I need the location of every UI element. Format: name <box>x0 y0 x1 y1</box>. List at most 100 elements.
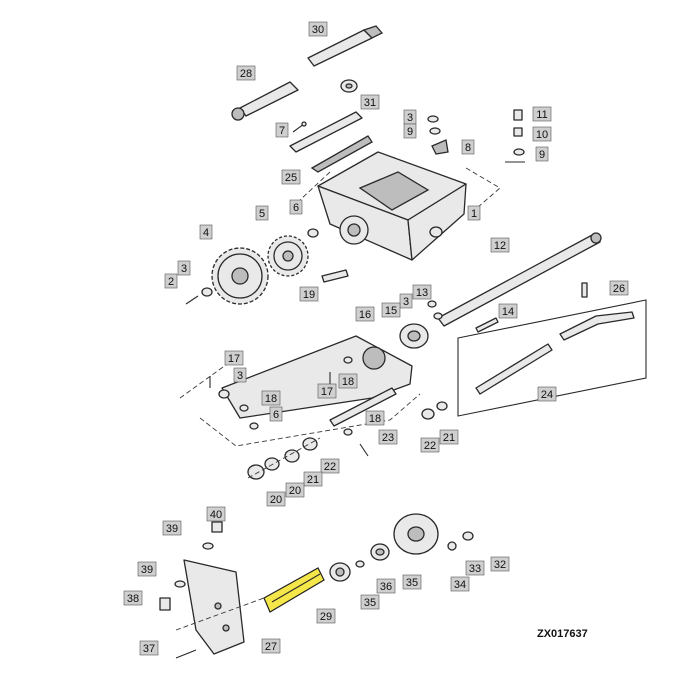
key-part-14 <box>475 317 499 333</box>
callout-36: 36 <box>376 578 396 594</box>
callout-2: 2 <box>164 273 178 289</box>
callout-22: 22 <box>320 458 340 474</box>
callout-5: 5 <box>255 205 269 221</box>
shaft-part-12 <box>437 232 602 327</box>
callout-number: 18 <box>342 376 354 388</box>
callout-number: 6 <box>293 202 299 214</box>
callout-number: 1 <box>471 208 477 220</box>
callout-number: 6 <box>273 409 279 421</box>
callout-38: 38 <box>123 590 143 606</box>
callout-1: 1 <box>467 205 481 221</box>
callout-18: 18 <box>338 373 358 389</box>
callout-25: 25 <box>281 169 301 185</box>
callout-number: 36 <box>380 581 392 593</box>
callout-3: 3 <box>177 260 191 276</box>
gearbox-housing-part-1 <box>317 151 467 261</box>
callout-number: 17 <box>228 353 240 365</box>
callout-number: 38 <box>127 593 139 605</box>
callout-number: 37 <box>143 643 155 655</box>
bushing-part-31 <box>340 79 358 93</box>
callout-number: 25 <box>285 172 297 184</box>
callout-9: 9 <box>403 123 417 139</box>
callout-6: 6 <box>289 199 303 215</box>
callout-number: 12 <box>494 240 506 252</box>
callout-number: 33 <box>469 563 481 575</box>
callout-11: 11 <box>532 106 552 122</box>
callout-7: 7 <box>275 122 289 138</box>
callout-number: 34 <box>454 579 466 591</box>
callout-number: 29 <box>320 611 332 623</box>
callout-27: 27 <box>261 638 281 654</box>
callout-number: 20 <box>289 485 301 497</box>
callout-number: 16 <box>359 309 371 321</box>
callout-32: 32 <box>490 556 510 572</box>
pin-part-7 <box>292 121 307 133</box>
callout-number: 17 <box>321 386 333 398</box>
hardware-lever <box>209 356 448 457</box>
hardware-top-right <box>427 109 525 163</box>
callout-18: 18 <box>365 410 385 426</box>
callout-number: 9 <box>407 126 413 138</box>
drawing-code: ZX017637 <box>537 628 588 640</box>
sprocket-part-4 <box>211 247 269 305</box>
callout-number: 3 <box>403 296 409 308</box>
callout-number: 18 <box>265 393 277 405</box>
bearing-part-15 <box>399 300 443 349</box>
callout-39: 39 <box>137 561 157 577</box>
callout-10: 10 <box>532 126 552 142</box>
callout-16: 16 <box>355 306 375 322</box>
callout-number: 9 <box>539 149 545 161</box>
callout-17: 17 <box>317 383 337 399</box>
callout-37: 37 <box>139 640 159 656</box>
callout-3: 3 <box>403 109 417 125</box>
callout-number: 23 <box>382 432 394 444</box>
callout-15: 15 <box>381 302 401 318</box>
callout-number: 27 <box>265 641 277 653</box>
callout-number: 18 <box>369 413 381 425</box>
washer-stack <box>247 437 321 480</box>
sprocket-part-5 <box>267 235 309 277</box>
callout-number: 20 <box>270 494 282 506</box>
callout-number: 3 <box>181 263 187 275</box>
scraper-part-25 <box>289 111 373 173</box>
callout-17: 17 <box>224 350 244 366</box>
callout-number: 21 <box>307 474 319 486</box>
callout-23: 23 <box>378 429 398 445</box>
callout-21: 21 <box>303 471 323 487</box>
callout-30: 30 <box>308 21 328 37</box>
callout-12: 12 <box>490 237 510 253</box>
callout-number: 8 <box>465 142 471 154</box>
callout-number: 40 <box>210 509 222 521</box>
callout-34: 34 <box>450 576 470 592</box>
shaft-part-30 <box>307 25 384 67</box>
callout-8: 8 <box>461 139 475 155</box>
callout-number: 28 <box>240 68 252 80</box>
callout-39: 39 <box>162 520 182 536</box>
callout-35: 35 <box>360 594 380 610</box>
hardware-left-gears <box>185 228 349 305</box>
hardware-lower-left <box>159 521 265 659</box>
bracket-part-27 <box>183 559 245 655</box>
callout-number: 13 <box>416 287 428 299</box>
highlighted-shaft-part-29 <box>263 567 325 613</box>
callout-number: 19 <box>303 289 315 301</box>
callout-number: 35 <box>364 597 376 609</box>
callout-number: 2 <box>168 276 174 288</box>
callout-13: 13 <box>412 284 432 300</box>
callout-number: 3 <box>407 112 413 124</box>
callout-21: 21 <box>439 429 459 445</box>
callout-number: 39 <box>141 564 153 576</box>
callout-31: 31 <box>360 94 380 110</box>
callout-number: 15 <box>385 305 397 317</box>
callout-26: 26 <box>609 280 629 296</box>
callout-14: 14 <box>498 303 518 319</box>
spring-assembly-part-24 <box>457 282 647 417</box>
callout-3: 3 <box>233 367 247 383</box>
callout-19: 19 <box>299 286 319 302</box>
callout-number: 22 <box>324 461 336 473</box>
callout-9: 9 <box>535 146 549 162</box>
bearing-parts-35-36 <box>329 543 390 582</box>
